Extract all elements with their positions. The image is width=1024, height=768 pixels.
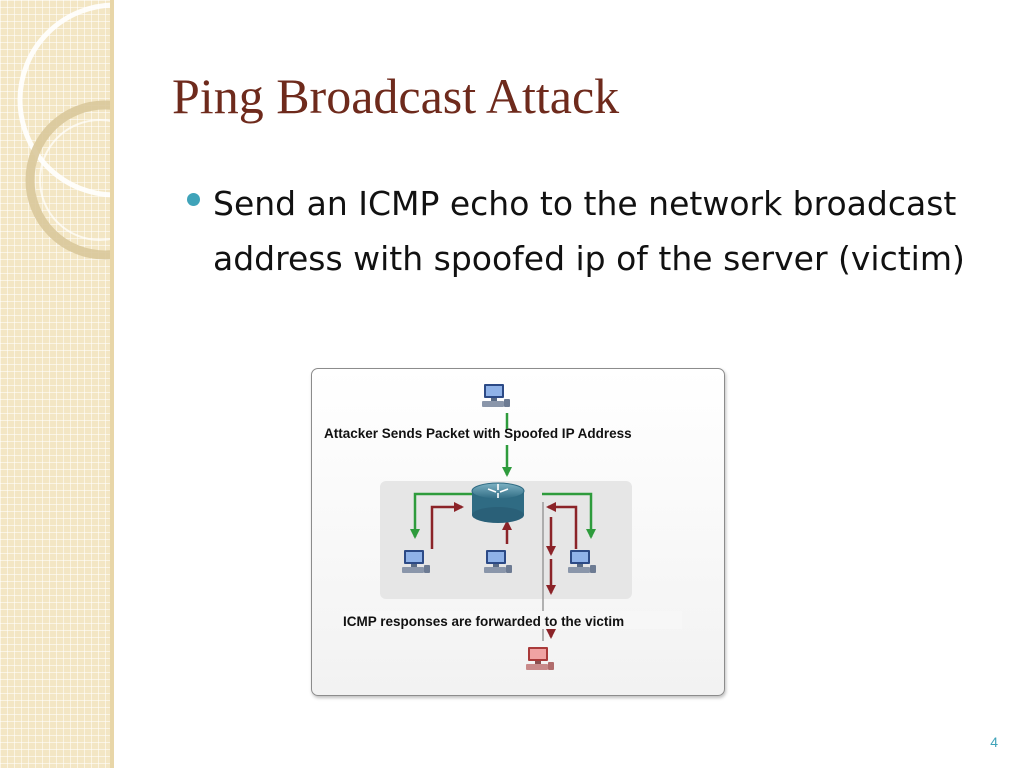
broadcast-arrow-right — [542, 492, 596, 539]
top-label: Attacker Sends Packet with Spoofed IP Ad… — [324, 426, 632, 441]
victim-computer-icon — [526, 647, 554, 670]
page-number: 4 — [990, 734, 998, 750]
attacker-computer-icon — [482, 384, 510, 407]
bullet-text: Send an ICMP echo to the network broadca… — [213, 184, 965, 278]
decorative-sidebar — [0, 0, 114, 768]
broadcast-arrow-left — [410, 492, 472, 539]
bottom-label-backing — [342, 611, 682, 629]
response-arrow-left — [430, 502, 464, 549]
network-diagram: Attacker Sends Packet with Spoofed IP Ad… — [311, 368, 725, 696]
bottom-label: ICMP responses are forwarded to the vict… — [343, 614, 624, 629]
sidebar-edge — [110, 0, 114, 768]
diagram-canvas: Attacker Sends Packet with Spoofed IP Ad… — [324, 384, 682, 670]
bullet-item: Send an ICMP echo to the network broadca… — [187, 176, 987, 286]
decorative-circles — [17, 2, 114, 260]
router-icon — [471, 482, 525, 523]
bullet-list: Send an ICMP echo to the network broadca… — [187, 176, 987, 286]
bullet-dot-icon — [187, 193, 200, 206]
response-arrow-right — [546, 502, 578, 549]
slide-title: Ping Broadcast Attack — [172, 68, 620, 124]
